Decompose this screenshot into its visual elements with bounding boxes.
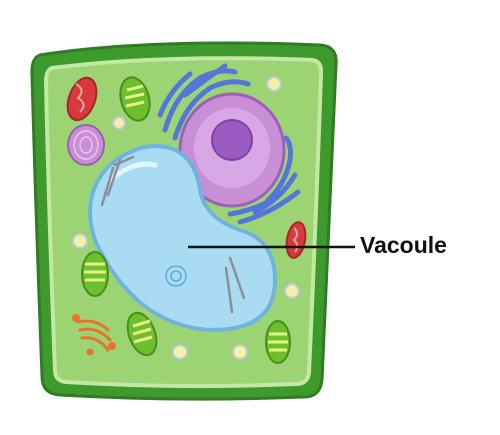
vacuole-label: Vacoule <box>360 232 447 258</box>
vacuole-crystals <box>100 155 246 314</box>
endoplasmic-reticulum <box>157 63 301 225</box>
mitochondrion-right <box>285 221 307 259</box>
chloroplast-bottom-right <box>265 320 291 364</box>
chloroplast-left <box>81 251 109 297</box>
chloroplast-top <box>119 76 151 122</box>
chloroplast-bottom <box>126 311 158 357</box>
mitochondrion-top <box>66 76 98 122</box>
vacuole-granule <box>165 265 187 287</box>
golgi-apparatus <box>72 314 116 356</box>
nucleolus <box>211 119 253 161</box>
vesicles <box>72 76 300 360</box>
amyloplast <box>67 124 105 166</box>
